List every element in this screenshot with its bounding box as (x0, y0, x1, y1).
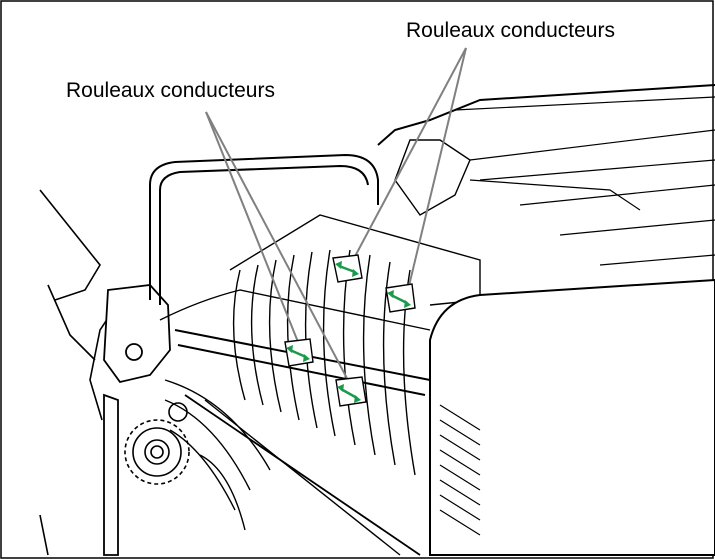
roller-tab-1 (332, 254, 363, 283)
leader-lines (205, 47, 467, 385)
leader-line-left-1 (205, 111, 301, 348)
leader-line-top-right-1 (351, 47, 467, 263)
double-headed-arrow-icon (286, 345, 310, 362)
double-headed-arrow-icon (337, 384, 361, 403)
printer-body-right (429, 278, 715, 556)
leader-line-left-2 (205, 111, 351, 385)
roller-tab-4 (335, 376, 367, 407)
double-headed-arrow-icon (335, 261, 359, 277)
callout-label-left: Rouleaux conducteurs (66, 79, 275, 102)
hinge-frame (103, 284, 171, 556)
leader-line-top-right-2 (407, 47, 467, 291)
roller-tab-3 (284, 338, 314, 367)
callout-label-top-right: Rouleaux conducteurs (406, 19, 615, 42)
double-headed-arrow-icon (387, 290, 411, 308)
printer-bay (149, 84, 715, 305)
gear-icon (124, 402, 190, 485)
roller-tab-2 (385, 283, 416, 313)
